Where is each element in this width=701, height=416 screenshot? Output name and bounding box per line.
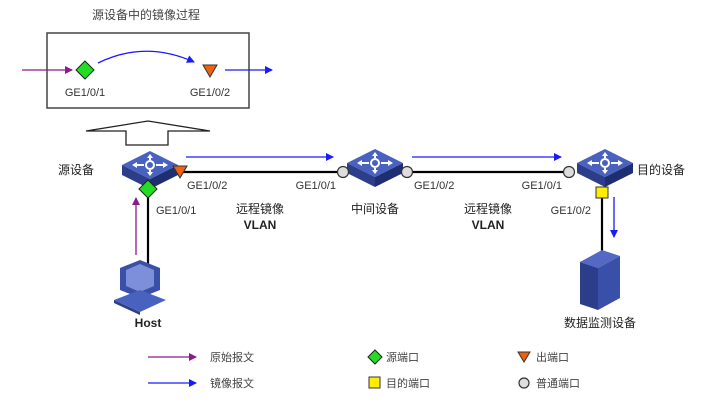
legend-original-label: 原始报文 [210, 350, 254, 364]
inset-port-in-label: GE1/0/1 [65, 87, 105, 99]
legend-source-port-label: 源端口 [386, 350, 419, 364]
dest-port-left-label: GE1/0/1 [522, 180, 562, 192]
dest-port-left-icon [562, 165, 576, 179]
middle-port-right-label: GE1/0/2 [414, 180, 454, 192]
middle-device-label: 中间设备 [351, 201, 399, 216]
legend-normal-port-icon [518, 377, 530, 389]
egress-port-icon [172, 165, 188, 179]
link1-label-line1: 远程镜像 [236, 201, 284, 216]
source-port-right-label: GE1/0/2 [187, 180, 227, 192]
diagram-title: 源设备中的镜像过程 [92, 7, 200, 22]
middle-port-left-icon [336, 165, 350, 179]
legend-dest-port-label: 目的端口 [386, 376, 430, 390]
legend-normal-port-label: 普通端口 [536, 376, 580, 390]
dest-switch-icon [576, 148, 634, 188]
source-port-icon [138, 179, 158, 199]
monitor-device-label: 数据监测设备 [564, 315, 636, 330]
link1-label-line2: VLAN [244, 218, 277, 232]
inset-egress-port-icon [202, 64, 218, 78]
dest-port-down-icon [595, 186, 609, 199]
link2-label-line1: 远程镜像 [464, 201, 512, 216]
source-port-down-label: GE1/0/1 [156, 205, 196, 217]
host-computer-icon [114, 260, 166, 315]
legend-egress-port-label: 出端口 [536, 350, 569, 364]
middle-port-right-icon [400, 165, 414, 179]
inset-source-port-icon [75, 60, 95, 80]
legend-dest-port-icon [368, 376, 381, 389]
link2-label-line2: VLAN [472, 218, 505, 232]
dest-device-label: 目的设备 [637, 162, 685, 177]
monitor-server-icon [580, 250, 620, 310]
source-device-label: 源设备 [58, 163, 94, 177]
legend-egress-port-icon [517, 351, 531, 363]
legend: 原始报文 镜像报文 源端口 目的端口 出端口 普通端口 [148, 349, 580, 390]
inset-mirror-process: GE1/0/1 GE1/0/2 [22, 32, 273, 109]
middle-switch-icon [346, 148, 404, 188]
inset-port-out-label: GE1/0/2 [190, 87, 230, 99]
legend-source-port-icon [367, 349, 383, 365]
zoom-up-arrow-icon [85, 120, 211, 146]
inset-mirror-curve-arrow [97, 50, 195, 64]
middle-port-left-label: GE1/0/1 [296, 180, 336, 192]
legend-mirror-label: 镜像报文 [210, 376, 254, 390]
dest-port-down-label: GE1/0/2 [551, 205, 591, 217]
host-label: Host [135, 316, 162, 330]
